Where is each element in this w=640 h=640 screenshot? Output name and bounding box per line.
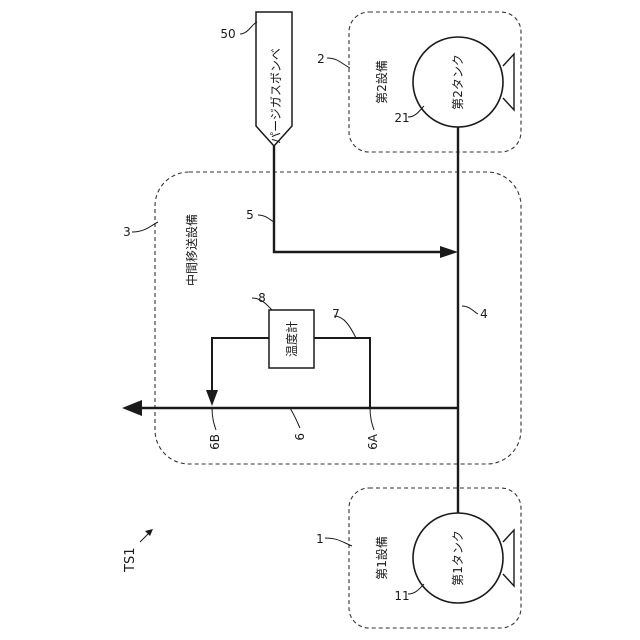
label-21: 21 [394, 111, 409, 125]
label-4: 4 [480, 307, 488, 321]
label-11: 11 [394, 589, 409, 603]
cylinder-label: パージガスボンベ [269, 48, 283, 144]
purge-pipe [274, 146, 448, 252]
tank1-label: 第1タンク [451, 530, 465, 586]
label-1: 1 [316, 532, 324, 546]
facility3-name: 中間移送設備 [184, 214, 199, 286]
bypass-pipe [314, 338, 370, 408]
label-6B: 6B [208, 434, 222, 450]
tank2-label: 第2タンク [451, 54, 465, 110]
label-3: 3 [123, 225, 131, 239]
purge-arrow [440, 246, 458, 258]
facility1-name: 第1設備 [374, 536, 389, 580]
bypass-return [212, 338, 269, 396]
label-2: 2 [317, 52, 325, 66]
label-50: 50 [220, 27, 235, 41]
system-label: TS1 [123, 548, 138, 573]
bypass-arrow [206, 390, 218, 406]
label-7: 7 [332, 307, 340, 321]
label-8: 8 [258, 291, 266, 305]
label-6: 6 [293, 433, 307, 441]
facility2-name: 第2設備 [374, 60, 389, 104]
label-6A: 6A [366, 433, 380, 450]
thermometer-label: 温度計 [284, 321, 299, 357]
label-5: 5 [246, 208, 254, 222]
branch-arrow [122, 400, 142, 416]
